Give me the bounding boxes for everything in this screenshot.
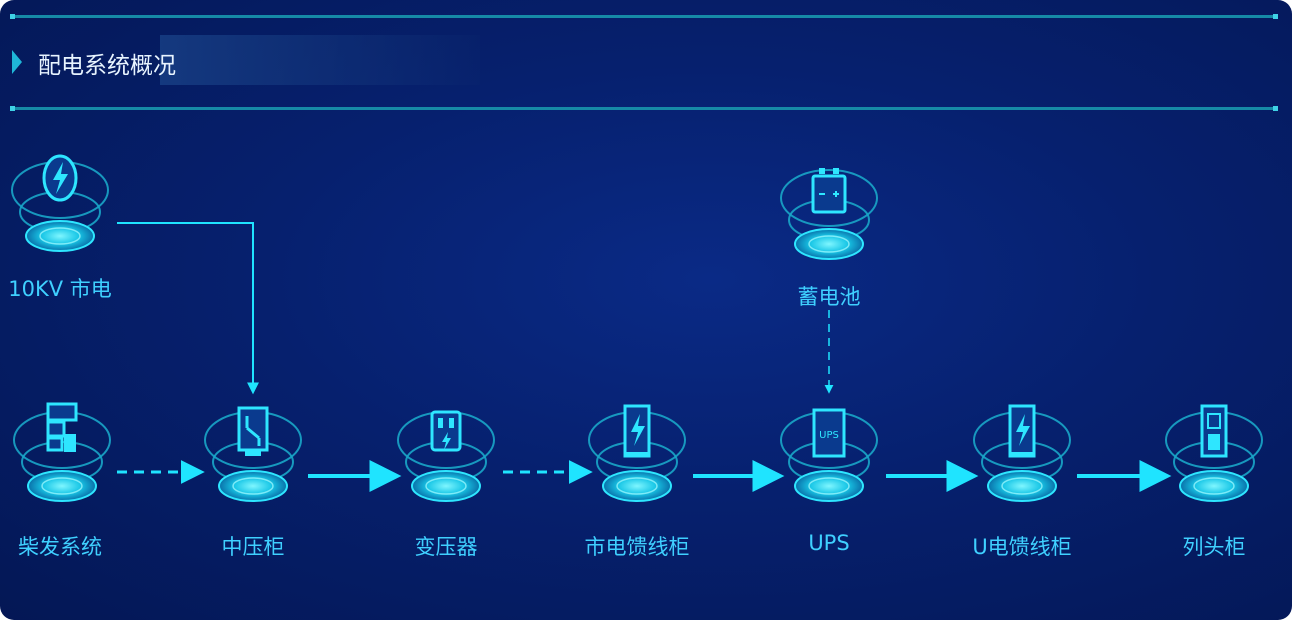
label-mains-feeder: 市电馈线柜	[557, 531, 717, 561]
label-ups: UPS	[749, 531, 909, 555]
lightning-cabinet-icon	[1010, 406, 1034, 456]
label-ups-feeder: U电馈线柜	[942, 531, 1102, 561]
node-ups-feeder[interactable]	[974, 406, 1070, 501]
lightning-icon	[44, 156, 76, 200]
ups-icon: UPS	[814, 410, 844, 456]
node-mains[interactable]	[12, 156, 108, 251]
label-transformer: 变压器	[366, 531, 526, 561]
label-battery: 蓄电池	[749, 281, 909, 311]
rack-cabinet-icon	[1202, 406, 1226, 456]
label-mains: 10KV 市电	[0, 273, 140, 303]
generator-icon	[48, 404, 76, 452]
node-diesel[interactable]	[14, 404, 110, 501]
label-mv-cabinet: 中压柜	[173, 531, 333, 561]
node-transformer[interactable]	[398, 412, 494, 501]
battery-icon	[813, 168, 845, 212]
switch-cabinet-icon	[239, 408, 267, 456]
lightning-cabinet-icon	[625, 406, 649, 456]
label-diesel: 柴发系统	[0, 531, 140, 561]
node-battery[interactable]	[781, 168, 877, 259]
node-row-head[interactable]	[1166, 406, 1262, 501]
label-row-head: 列头柜	[1134, 531, 1292, 561]
connector-mains-to-mv	[117, 223, 253, 392]
node-mains-feeder[interactable]	[589, 406, 685, 501]
node-ups[interactable]: UPS	[781, 410, 877, 501]
node-mv-cabinet[interactable]	[205, 408, 301, 501]
transformer-icon	[432, 412, 460, 450]
ups-badge-text: UPS	[819, 430, 839, 441]
